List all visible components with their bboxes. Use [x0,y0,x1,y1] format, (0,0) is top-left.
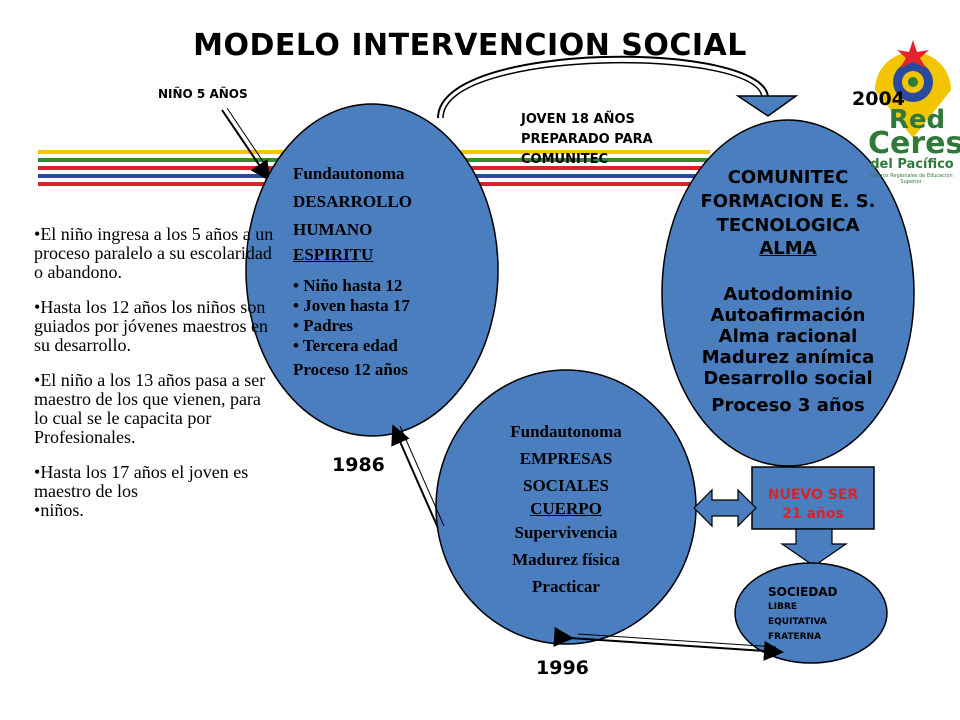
ellipse1-item: • Niño hasta 12 [293,276,403,295]
nino-arrow [221,109,271,182]
label-joven-18: JOVEN 18 AÑOS PREPARADO PARA COMUNITEC [521,110,653,170]
logo-text-ceres: Ceres [868,126,960,161]
ellipse2-items: Autodominio Autoafirmación Alma racional… [672,284,904,416]
ellipse2-text: COMUNITEC FORMACION E. S. TECNOLOGICA AL… [672,166,904,260]
nuevo-ser-age: 21 años [782,506,844,522]
ellipse3-line-1: Fundautonoma [510,422,622,441]
ellipse1-line-1: Fundautonoma [293,164,405,183]
nuevo-ser-box [751,466,875,530]
top-arc-connector-inner [442,61,763,119]
ellipse2-item: Madurez anímica [701,347,875,368]
bullet-item: •Hasta los 12 años los niños son guiados… [34,297,268,355]
ellipse1-item: • Joven hasta 17 [293,296,410,315]
ellipse2-item: Desarrollo social [703,368,873,389]
bullet-item: •niños. [34,500,84,520]
nuevo-ser-label: NUEVO SER [767,487,859,503]
ellipse2-item: Alma racional [718,326,858,347]
nuevo-ser-text: NUEVO SER 21 años [752,486,874,524]
year-2004: 2004 [852,88,905,110]
ellipse3-item: Madurez física [512,550,620,569]
bullet-item: •El niño a los 13 años pasa a ser maestr… [34,370,266,447]
joven-line-1: JOVEN 18 AÑOS [521,112,635,127]
ellipse1-heading: ESPIRITU [293,245,374,264]
down-arrow-to-sociedad [780,528,848,567]
ellipse1-line-2: DESARROLLO [293,192,413,211]
sociedad-line: FRATERNA [768,632,822,642]
sociedad-line: LIBRE [768,602,798,612]
top-arc-connector [437,55,769,119]
ellipse2-footer: Proceso 3 años [711,395,865,416]
sociedad-line: EQUITATIVA [768,617,827,627]
ellipse-comunitec [661,119,915,467]
label-nino-5: NIÑO 5 AÑOS [158,87,248,101]
ellipse2-line-3: TECNOLOGICA [716,215,860,236]
sociedad-text: SOCIEDAD LIBRE EQUITATIVA FRATERNA [768,585,838,645]
double-arrow-empresas-nuevo-ser [693,488,757,528]
ellipse1-item: • Tercera edad [293,336,398,355]
sociedad-title: SOCIEDAD [768,585,838,599]
ellipse2-line-1: COMUNITEC [727,167,849,188]
logo-text-centros: Centros Regionales de Educación Superior [869,173,953,185]
year-1986: 1986 [332,454,385,476]
joven-line-2: PREPARADO PARA [521,132,653,147]
ellipse3-text: Fundautonoma EMPRESAS SOCIALES CUERPO Su… [466,418,666,600]
bullet-item: •Hasta los 17 años el joven es maestro d… [34,462,249,501]
ellipse2-item: Autodominio [723,284,853,305]
ellipse3-line-3: SOCIALES [523,476,609,495]
ellipse1-line-3: HUMANO [293,220,373,239]
arrow-empresas-to-desarrollo [391,424,439,529]
ellipse3-heading: CUERPO [530,499,602,518]
ellipse3-item: Supervivencia [514,523,618,542]
logo-text-pacifico: del Pacífico [870,157,954,172]
ellipse2-heading: ALMA [759,238,817,259]
ellipse3-item: Practicar [532,577,600,596]
ellipse-desarrollo-humano [245,103,499,437]
bullet-list: •El niño ingresa a los 5 años a un proce… [34,225,274,536]
ellipse2-line-2: FORMACION E. S. [700,191,876,212]
red-ceres-logo [875,40,951,138]
ellipse1-item: • Padres [293,316,353,335]
ellipse3-line-2: EMPRESAS [519,449,613,468]
ellipse1-text: Fundautonoma DESARROLLO HUMANO ESPIRITU [293,160,412,266]
joven-line-3: COMUNITEC [521,152,609,167]
logo-text-red: Red [888,105,946,135]
ellipse1-items: • Niño hasta 12 • Joven hasta 17 • Padre… [293,276,410,356]
ellipse2-item: Autoafirmación [710,305,866,326]
bullet-item: •El niño ingresa a los 5 años a un proce… [34,224,274,282]
year-1996: 1996 [536,657,589,679]
bottom-double-arrow [553,626,784,661]
top-arc-arrowhead [735,95,799,117]
ellipse1-footer: Proceso 12 años [293,360,408,379]
